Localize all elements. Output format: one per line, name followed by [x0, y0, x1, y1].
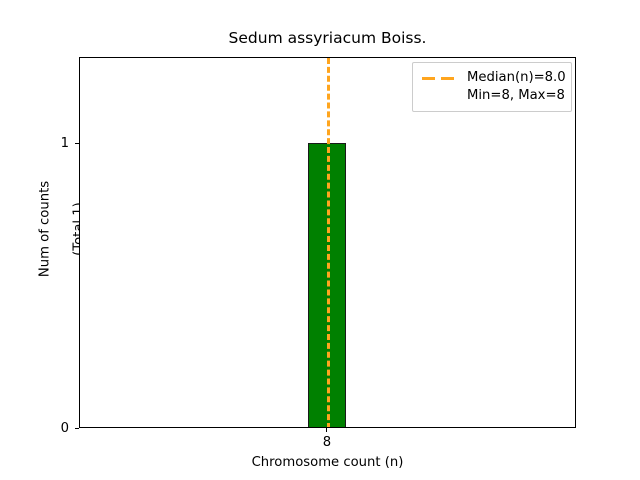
y-tick-mark-1 [74, 142, 79, 144]
y-tick-label-0: 0 [60, 421, 69, 436]
legend-label-median: Median(n)=8.0 [467, 70, 566, 85]
y-axis-label-line-1: Num of counts [37, 180, 53, 278]
median-line [327, 58, 330, 427]
y-tick-mark-0 [74, 427, 79, 429]
y-axis-label: Num of counts (Total 1) [20, 44, 87, 415]
dashed-line-icon [421, 71, 459, 85]
legend-item-minmax[interactable]: Min=8, Max=8 [421, 87, 565, 105]
page-title: Sedum assyriacum Boiss. [228, 29, 427, 47]
legend-item-median[interactable]: Median(n)=8.0 [421, 69, 566, 87]
legend[interactable]: Median(n)=8.0 Min=8, Max=8 [412, 62, 572, 112]
x-axis-label: Chromosome count (n) [251, 455, 404, 470]
legend-label-minmax: Min=8, Max=8 [467, 88, 565, 103]
x-tick-mark-8 [326, 428, 327, 433]
y-tick-label-1: 1 [60, 136, 69, 151]
plot-area [79, 57, 576, 428]
x-tick-label-8: 8 [322, 435, 332, 450]
